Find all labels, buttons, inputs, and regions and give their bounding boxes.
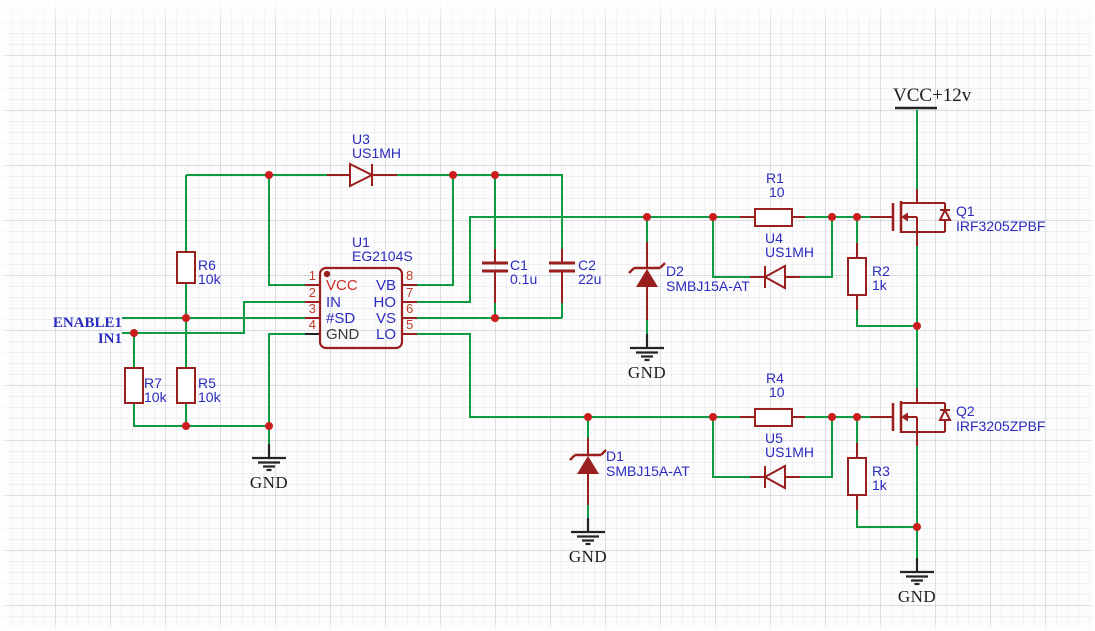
r6-value[interactable]: 10k — [198, 271, 221, 287]
gnd-symbol-d2[interactable] — [628, 332, 666, 362]
pin-name-vb: VB — [375, 277, 396, 294]
resistor-r3[interactable] — [847, 457, 867, 496]
pin-number-2: 2 — [308, 285, 316, 300]
d2-value[interactable]: SMBJ15A-AT — [666, 278, 750, 294]
q2-value[interactable]: IRF3205ZPBF — [956, 418, 1046, 434]
diode-u3[interactable] — [349, 162, 375, 188]
d1-value[interactable]: SMBJ15A-AT — [606, 463, 690, 479]
pin-number-3: 3 — [308, 301, 316, 316]
r3-value[interactable]: 1k — [872, 477, 887, 493]
net-label-in1[interactable]: IN1 — [97, 331, 122, 347]
pin-number-8: 8 — [406, 268, 414, 283]
c2-value[interactable]: 22u — [578, 271, 602, 287]
gnd-symbol-left[interactable] — [250, 442, 288, 472]
diode-u5[interactable] — [762, 464, 786, 490]
mosfet-q1[interactable] — [868, 199, 952, 235]
pin-name-in: IN — [326, 294, 341, 311]
u5-value[interactable]: US1MH — [765, 444, 815, 460]
pin-number-4: 4 — [308, 317, 316, 332]
gnd-symbol-d1[interactable] — [569, 516, 607, 546]
pin-number-5: 5 — [406, 317, 414, 332]
q1-ref[interactable]: Q1 — [956, 203, 975, 219]
c1-value[interactable]: 0.1u — [510, 271, 538, 287]
r5-value[interactable]: 10k — [198, 389, 221, 405]
pin-name-lo: LO — [375, 326, 396, 343]
r7-value[interactable]: 10k — [144, 389, 167, 405]
gnd-label-d2[interactable]: GND — [627, 363, 667, 382]
capacitor-c2[interactable] — [549, 261, 575, 273]
gnd-symbol-q2[interactable] — [898, 556, 936, 586]
u3-value[interactable]: US1MH — [352, 145, 402, 161]
resistor-r2[interactable] — [847, 257, 867, 296]
pin-name-ho: HO — [373, 294, 397, 311]
net-label-enable1[interactable]: ENABLE1 — [52, 315, 122, 331]
d1-ref[interactable]: D1 — [606, 448, 624, 464]
q2-ref[interactable]: Q2 — [956, 403, 975, 419]
resistor-r7[interactable] — [124, 367, 144, 404]
r1-value[interactable]: 10 — [769, 184, 785, 200]
wire-lo — [417, 333, 740, 418]
u1-value[interactable]: EG2104S — [352, 248, 413, 264]
gnd-label-left[interactable]: GND — [249, 473, 289, 492]
q1-value[interactable]: IRF3205ZPBF — [956, 218, 1046, 234]
resistor-r1[interactable] — [754, 208, 793, 227]
pin-number-1: 1 — [308, 268, 316, 283]
net-label-vcc[interactable]: VCC+12v — [893, 85, 972, 106]
r4-value[interactable]: 10 — [769, 384, 785, 400]
r2-value[interactable]: 1k — [872, 277, 887, 293]
mosfet-q2[interactable] — [868, 399, 952, 435]
resistor-r5[interactable] — [176, 367, 196, 404]
capacitor-c1[interactable] — [482, 261, 508, 273]
resistor-r4[interactable] — [754, 408, 793, 427]
resistor-r6[interactable] — [176, 251, 196, 284]
d2-ref[interactable]: D2 — [666, 263, 684, 279]
diode-u4[interactable] — [762, 264, 786, 290]
gnd-label-d1[interactable]: GND — [568, 547, 608, 566]
pin-name-vs: VS — [375, 310, 396, 327]
gnd-label-q2[interactable]: GND — [897, 587, 937, 606]
pin-number-7: 7 — [406, 285, 414, 300]
u4-value[interactable]: US1MH — [765, 244, 815, 260]
pin-number-6: 6 — [406, 301, 414, 316]
